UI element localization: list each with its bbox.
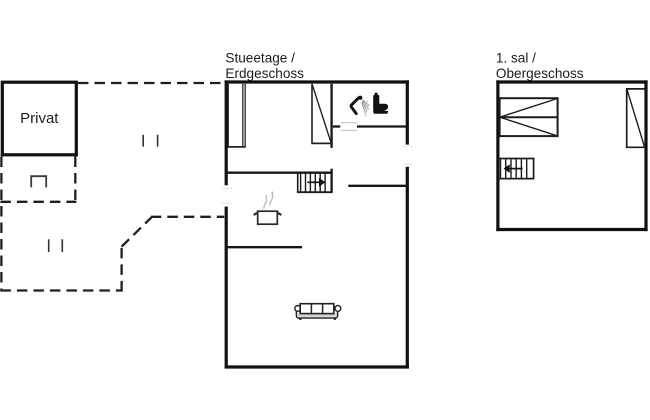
svg-text:Erdgeschoss: Erdgeschoss <box>225 66 304 81</box>
svg-text:Stueetage /: Stueetage / <box>225 51 295 66</box>
svg-text:Privat: Privat <box>20 110 59 127</box>
svg-text:1. sal /: 1. sal / <box>496 51 536 66</box>
svg-text:Obergeschoss: Obergeschoss <box>496 66 584 81</box>
